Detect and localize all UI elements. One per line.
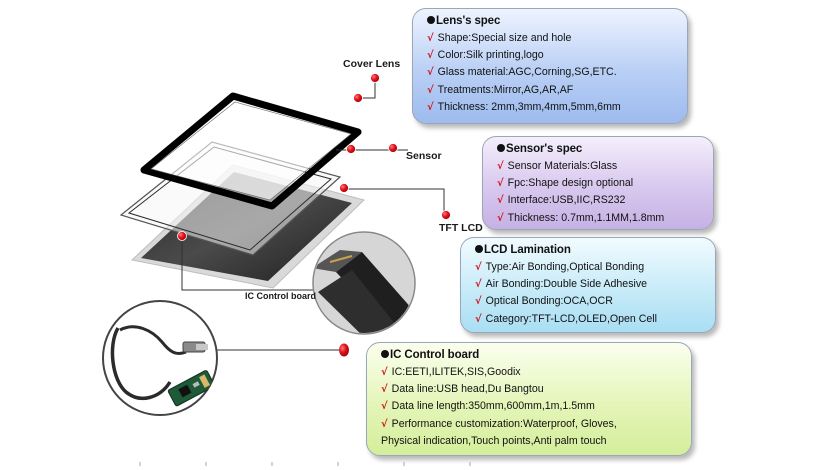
list-item: √Optical Bonding:OCA,OCR	[475, 293, 705, 310]
check-mark-icon: √	[427, 84, 434, 96]
list-item: √Data line:USB head,Du Bangtou	[381, 381, 681, 398]
list-item: √Fpc:Shape design optional	[497, 175, 703, 192]
check-mark-icon: √	[427, 33, 434, 44]
list-item: √Glass material:AGC,Corning,SG,ETC.	[427, 64, 677, 81]
ic-control-board-panel: IC Control board √IC:EETI,ILITEK,SIS,Goo…	[366, 342, 692, 456]
lcd-lamination-heading: LCD Lamination	[475, 244, 705, 256]
lens-spec-list: √Shape:Special size and hole √Color:Silk…	[427, 30, 677, 116]
check-mark-icon: √	[427, 101, 434, 113]
list-item: √Thickness: 0.7mm,1.1MM,1.8mm	[497, 210, 703, 227]
check-mark-icon: √	[381, 401, 388, 413]
list-item: √Type:Air Bonding,Optical Bonding	[475, 259, 705, 276]
check-mark-icon: √	[381, 367, 388, 378]
bullet-dot-icon	[497, 144, 505, 152]
baseline-ticks	[139, 462, 471, 466]
list-item: √Thickness: 2mm,3mm,4mm,5mm,6mm	[427, 99, 677, 116]
check-mark-icon: √	[427, 50, 434, 62]
spec-text: IC:EETI,ILITEK,SIS,Goodix	[391, 366, 521, 378]
cover-lens-label: Cover Lens	[343, 58, 401, 70]
check-mark-icon: √	[497, 212, 504, 224]
lcd-lamination-list: √Type:Air Bonding,Optical Bonding √Air B…	[475, 259, 705, 328]
spec-text: Data line:USB head,Du Bangtou	[391, 383, 544, 396]
list-item: √IC:EETI,ILITEK,SIS,Goodix	[381, 364, 681, 381]
cover-lens-layer	[140, 92, 362, 210]
bullet-dot-icon	[427, 16, 435, 24]
list-item-continuation: Physical indication,Touch points,Anti pa…	[381, 433, 681, 449]
sensor-spec-list: √Sensor Materials:Glass √Fpc:Shape desig…	[497, 158, 703, 227]
ic-board-list: √IC:EETI,ILITEK,SIS,Goodix √Data line:US…	[381, 364, 681, 449]
ic-control-board-label: IC Control board	[245, 291, 316, 301]
lcd-lamination-panel: LCD Lamination √Type:Air Bonding,Optical…	[460, 237, 716, 333]
list-item: √Color:Silk printing,logo	[427, 47, 677, 64]
fpc-closeup-circle	[312, 231, 416, 335]
check-mark-icon: √	[497, 161, 504, 172]
check-mark-icon: √	[497, 195, 504, 207]
spec-text: Optical Bonding:OCA,OCR	[485, 295, 613, 308]
spec-text: Type:Air Bonding,Optical Bonding	[485, 261, 645, 273]
lcd-lamination-title: LCD Lamination	[484, 244, 571, 256]
list-item: √Data line length:350mm,600mm,1m,1.5mm	[381, 398, 681, 415]
spec-text: Category:TFT-LCD,OLED,Open Cell	[485, 312, 657, 325]
check-mark-icon: √	[475, 279, 482, 291]
ic-board-photo-circle	[102, 300, 218, 416]
ic-board-title: IC Control board	[390, 349, 480, 361]
list-item: √Interface:USB,IIC,RS232	[497, 192, 703, 209]
list-item: √Shape:Special size and hole	[427, 30, 677, 47]
check-mark-icon: √	[381, 418, 388, 430]
spec-text: Treatments:Mirror,AG,AR,AF	[437, 83, 574, 96]
lens-spec-title: Lens's spec	[436, 15, 501, 27]
list-item: √Treatments:Mirror,AG,AR,AF	[427, 82, 677, 99]
spec-text: Shape:Special size and hole	[437, 32, 572, 44]
spec-text: Color:Silk printing,logo	[437, 49, 544, 62]
spec-text: Glass material:AGC,Corning,SG,ETC.	[437, 66, 617, 79]
sensor-spec-panel: Sensor's spec √Sensor Materials:Glass √F…	[482, 136, 714, 230]
check-mark-icon: √	[475, 313, 482, 325]
list-item: √Category:TFT-LCD,OLED,Open Cell	[475, 311, 705, 328]
tft-lcd-label: TFT LCD	[439, 222, 483, 234]
check-mark-icon: √	[427, 67, 434, 79]
list-item: √Performance customization:Waterproof, G…	[381, 416, 681, 433]
sensor-spec-title: Sensor's spec	[506, 143, 583, 155]
check-mark-icon: √	[497, 178, 504, 190]
check-mark-icon: √	[475, 262, 482, 273]
spec-text: Thickness: 2mm,3mm,4mm,5mm,6mm	[437, 100, 621, 113]
spec-text: Thickness: 0.7mm,1.1MM,1.8mm	[507, 211, 665, 224]
list-item: √Air Bonding:Double Side Adhesive	[475, 276, 705, 293]
spec-text: Sensor Materials:Glass	[507, 160, 618, 172]
sensor-label: Sensor	[406, 150, 442, 162]
spec-text: Interface:USB,IIC,RS232	[507, 194, 626, 207]
check-mark-icon: √	[381, 384, 388, 396]
spec-text: Physical indication,Touch points,Anti pa…	[381, 434, 607, 447]
check-mark-icon: √	[475, 296, 482, 308]
list-item: √Sensor Materials:Glass	[497, 158, 703, 175]
bullet-dot-icon	[381, 350, 389, 358]
spec-text: Data line length:350mm,600mm,1m,1.5mm	[391, 400, 595, 413]
spec-text: Air Bonding:Double Side Adhesive	[485, 278, 648, 291]
sensor-spec-heading: Sensor's spec	[497, 143, 703, 155]
ic-board-heading: IC Control board	[381, 349, 681, 361]
lens-spec-panel: Lens's spec √Shape:Special size and hole…	[412, 8, 688, 124]
spec-text: Performance customization:Waterproof, Gl…	[391, 417, 617, 430]
bullet-dot-icon	[475, 245, 483, 253]
spec-text: Fpc:Shape design optional	[507, 177, 634, 190]
lens-spec-heading: Lens's spec	[427, 15, 677, 27]
